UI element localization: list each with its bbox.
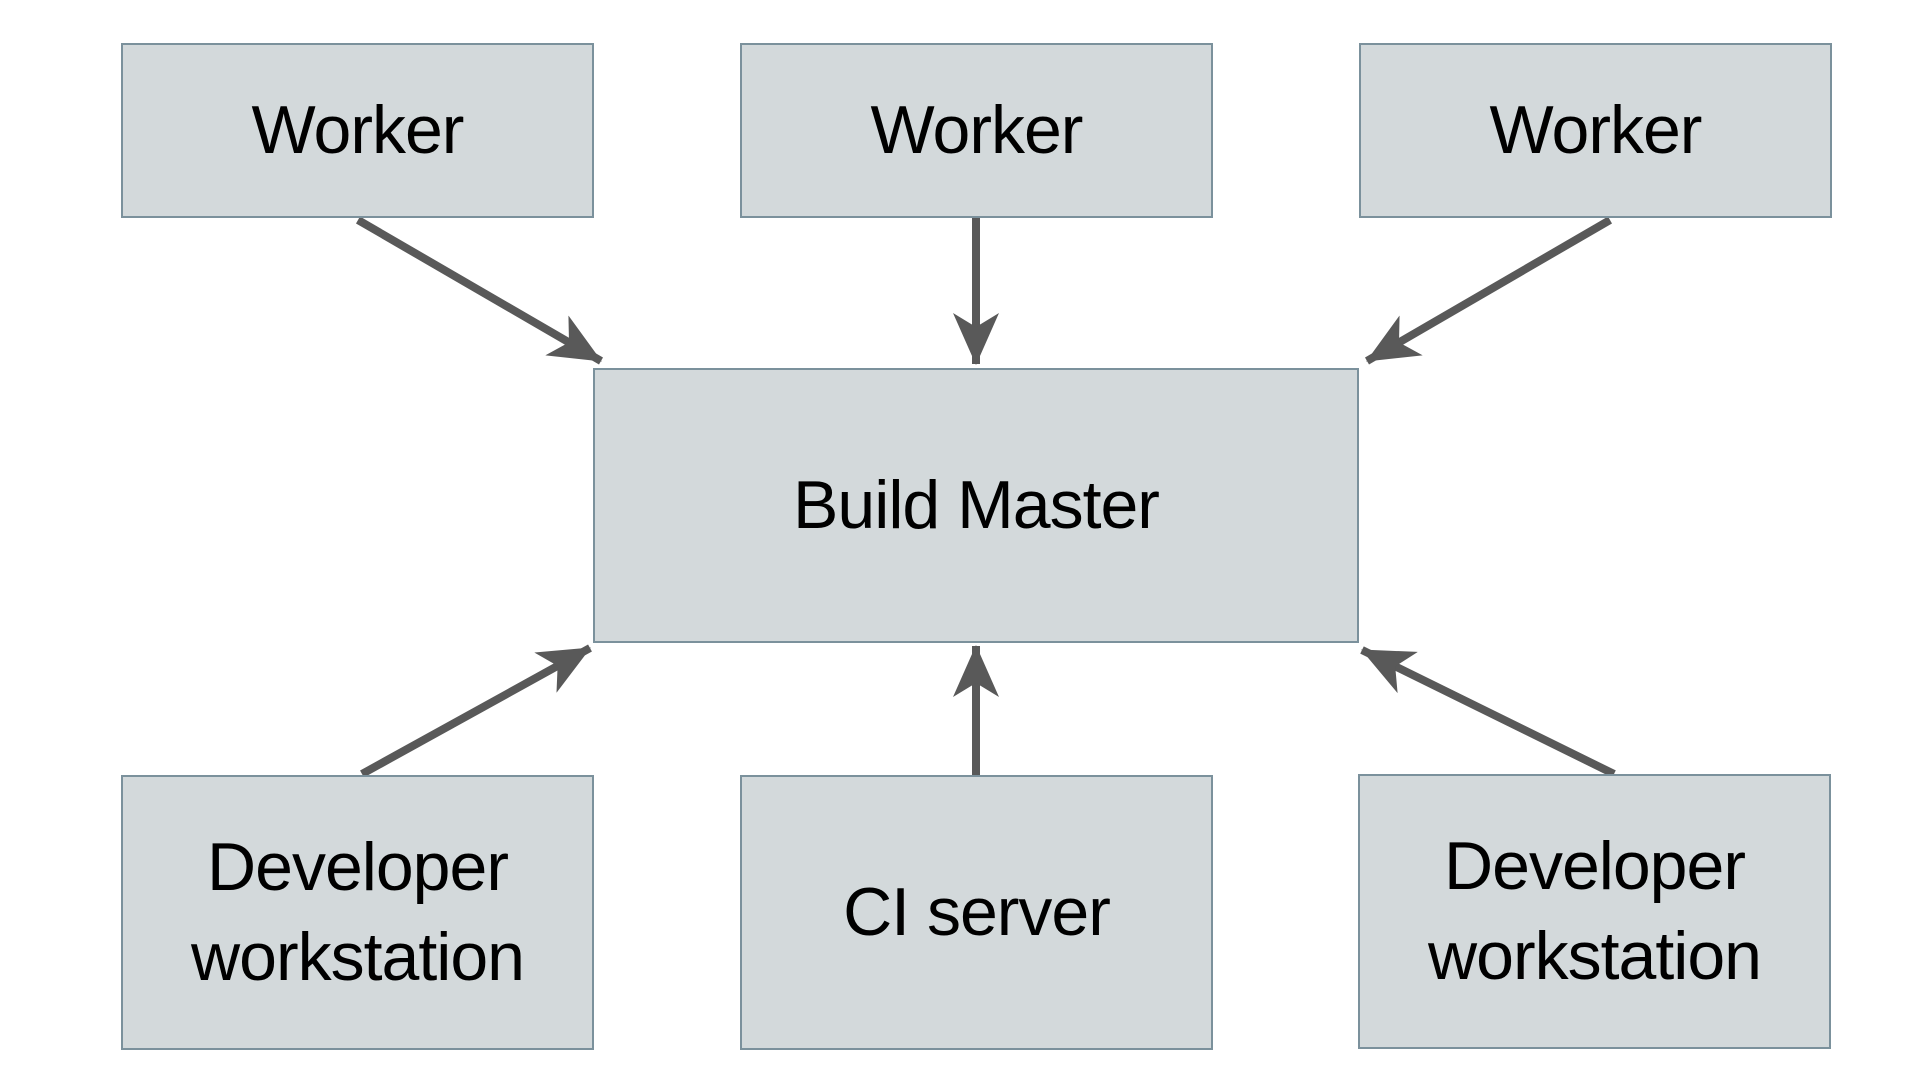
node-worker-3: Worker [1359,43,1832,218]
node-worker-1: Worker [121,43,594,218]
node-ci-server: CI server [740,775,1213,1050]
arrow-devws-left-to-buildmaster [360,644,592,778]
arrow-worker1-to-buildmaster [355,216,604,365]
node-developer-workstation-right: Developer workstation [1358,774,1831,1049]
node-worker-2-label: Worker [870,91,1084,168]
node-worker-2: Worker [740,43,1213,218]
arrow-worker3-to-buildmaster [1364,216,1613,365]
node-build-master: Build Master [593,368,1359,643]
node-developer-workstation-left: Developer workstation [121,775,594,1050]
node-developer-workstation-left-label: Developer workstation [191,828,525,995]
node-developer-workstation-right-label: Developer workstation [1428,827,1762,994]
node-worker-1-label: Worker [251,91,465,168]
arrow-devws-right-to-buildmaster [1360,646,1616,778]
node-ci-server-label: CI server [843,873,1111,950]
node-worker-3-label: Worker [1489,91,1703,168]
node-build-master-label: Build Master [793,466,1160,543]
